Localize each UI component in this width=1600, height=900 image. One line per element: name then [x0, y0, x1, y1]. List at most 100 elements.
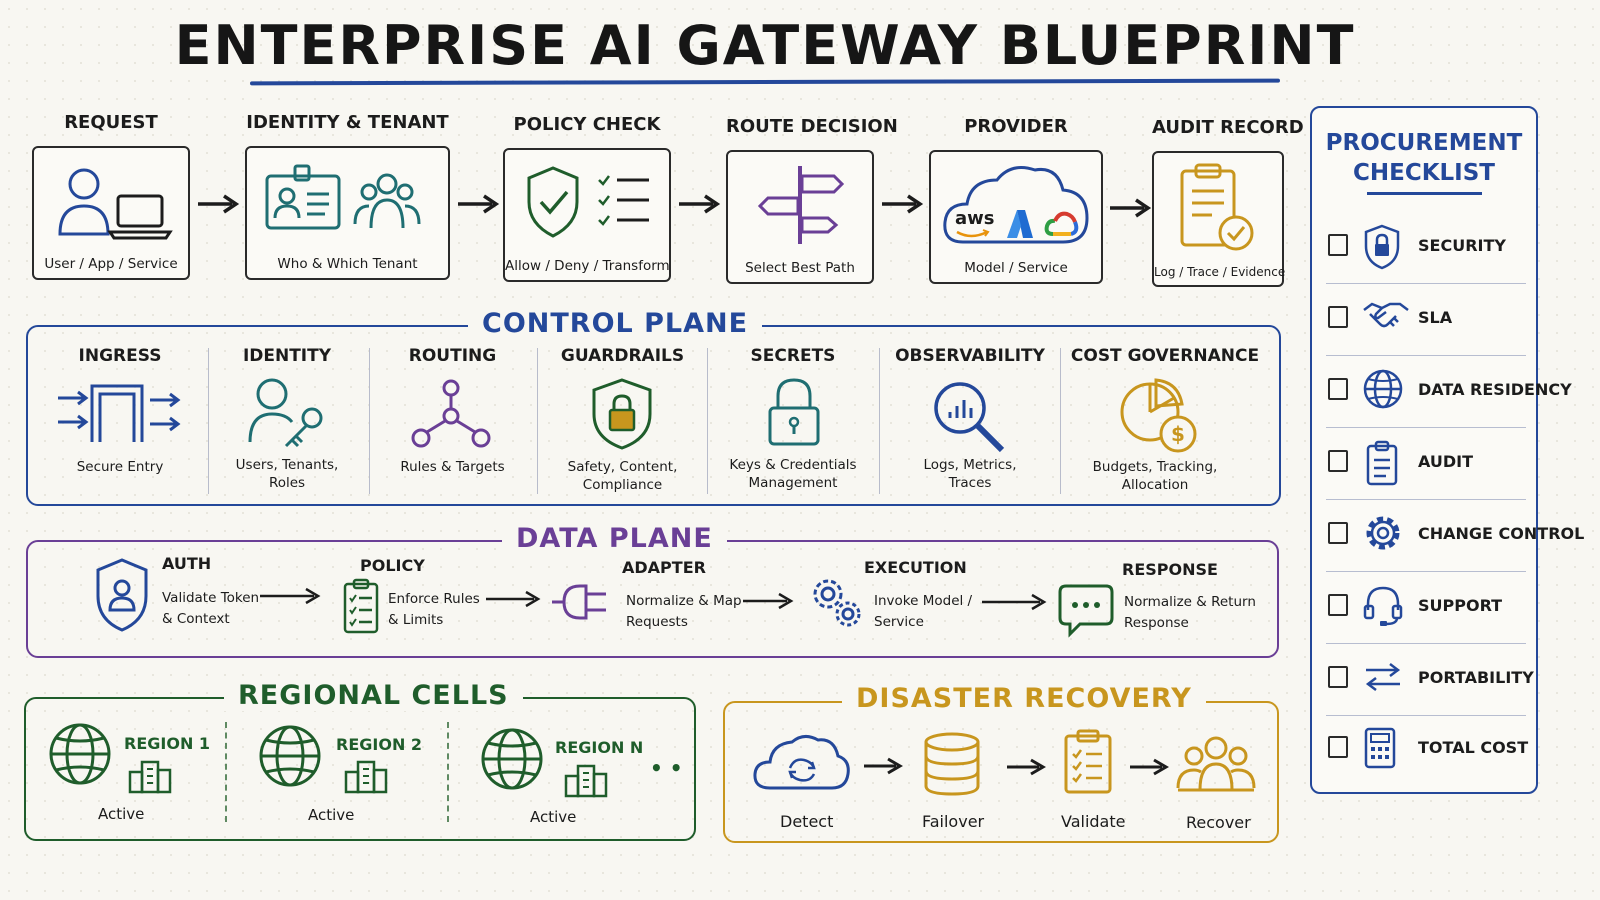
- flow-step-audit: AUDIT RECORD Log / Trace / Evidence: [1152, 117, 1304, 289]
- building-icon: [564, 764, 608, 798]
- headset-icon: [1363, 586, 1403, 626]
- flow-step-route: ROUTE DECISION Select Best Path: [726, 116, 898, 288]
- magnifier-chart-icon: [934, 382, 1005, 453]
- checkbox[interactable]: [1328, 450, 1348, 472]
- checkbox[interactable]: [1328, 522, 1348, 544]
- flow-step-box: Who & Which Tenant: [245, 146, 450, 280]
- signpost-icon: [757, 166, 845, 244]
- cp-item-caption: Secure Entry: [76, 459, 164, 475]
- routing-nodes-icon: [411, 379, 491, 448]
- flow-step-label: PROVIDER: [964, 116, 1068, 137]
- clipboard-list-icon: [1064, 729, 1112, 794]
- flow-step-identity: IDENTITY & TENANT Who & Which Tenant: [245, 112, 450, 284]
- cp-divider: [208, 348, 209, 494]
- region-divider: [447, 722, 449, 822]
- checklist-item-label: TOTAL COST: [1418, 738, 1529, 757]
- checklist-item-label: SUPPORT: [1418, 596, 1503, 615]
- cp-divider: [537, 348, 538, 494]
- cp-item-label: OBSERVABILITY: [895, 346, 1045, 366]
- cp-divider: [879, 348, 880, 494]
- checklist-item-security[interactable]: SECURITY: [1324, 212, 1528, 284]
- aws-logo-text: aws: [955, 208, 995, 229]
- building-icon: [344, 760, 388, 794]
- globe-icon: [481, 728, 543, 790]
- gear-icon: [1366, 516, 1400, 550]
- checkbox[interactable]: [1328, 666, 1348, 688]
- regional-cells-title: REGIONAL CELLS: [224, 680, 523, 711]
- checklist-item-support[interactable]: SUPPORT: [1324, 572, 1528, 644]
- checklist-title-underline: [1367, 192, 1482, 195]
- flow-step-label: REQUEST: [64, 112, 158, 133]
- flow-step-request: REQUEST User / App / Service: [32, 112, 190, 284]
- checklist-item-label: PORTABILITY: [1418, 668, 1534, 687]
- dr-step-caption: Validate: [1061, 812, 1126, 831]
- cp-item-routing: ROUTING Rules & Targets: [375, 346, 530, 496]
- cp-item-ingress: INGRESS Secure Entry: [40, 346, 200, 496]
- cp-item-label: SECRETS: [750, 346, 836, 366]
- dr-arrow-icon: [1130, 758, 1169, 776]
- pie-dollar-icon: $: [1120, 378, 1197, 453]
- checklist-divider: [1326, 427, 1526, 428]
- region-label: REGION 2: [336, 735, 423, 754]
- cp-item-label: COST GOVERNANCE: [1070, 346, 1260, 366]
- plug-icon: [552, 584, 606, 620]
- flow-arrow-icon: [1110, 198, 1152, 218]
- cp-item-caption: Safety, Content, Compliance: [567, 459, 678, 493]
- shield-user-icon: [96, 558, 148, 632]
- region-status: Active: [530, 808, 577, 826]
- cp-item-label: IDENTITY: [242, 346, 332, 366]
- flow-step-label: AUDIT RECORD: [1152, 117, 1304, 138]
- checkbox[interactable]: [1328, 234, 1348, 256]
- title-underline: [249, 78, 1281, 86]
- shield-checklist-icon: [527, 166, 649, 238]
- cp-item-label: GUARDRAILS: [560, 346, 685, 366]
- dp-item-response: RESPONSE Normalize & Return Response: [1058, 558, 1258, 644]
- dp-item-adapter: ADAPTER Normalize & Map Requests: [550, 556, 742, 644]
- clipboard-icon: [1366, 440, 1398, 486]
- checklist-item-data-residency[interactable]: DATA RESIDENCY: [1324, 356, 1572, 428]
- dp-item-caption: Response: [1124, 615, 1189, 631]
- dr-step-caption: Failover: [922, 812, 985, 831]
- checklist-item-change-control[interactable]: CHANGE CONTROL: [1324, 500, 1584, 572]
- cp-item-label: ROUTING: [408, 346, 497, 366]
- cloud-providers-icon: [943, 166, 1089, 244]
- checklist-item-audit[interactable]: AUDIT: [1324, 428, 1528, 500]
- flow-step-label: IDENTITY & TENANT: [246, 112, 449, 133]
- checkbox[interactable]: [1328, 378, 1348, 400]
- flow-step-caption: Log / Trace / Evidence: [1154, 265, 1286, 279]
- region-label: REGION N: [555, 738, 644, 757]
- building-icon: [128, 760, 172, 794]
- dp-arrow-icon: [982, 593, 1047, 611]
- clipboard-check-icon: [1180, 163, 1254, 251]
- dp-arrow-icon: [260, 587, 321, 605]
- dp-item-execution: EXECUTION Invoke Model / Service: [806, 556, 986, 644]
- user-laptop-icon: [58, 168, 173, 240]
- checkbox[interactable]: [1328, 736, 1348, 758]
- checkbox[interactable]: [1328, 594, 1348, 616]
- flow-step-policy: POLICY CHECK Allow / Deny / Transform: [503, 114, 671, 286]
- dr-step-caption: Detect: [780, 812, 834, 831]
- data-plane-title: DATA PLANE: [502, 523, 727, 554]
- calculator-icon: [1364, 727, 1396, 769]
- flow-step-box: User / App / Service: [32, 146, 190, 280]
- dr-arrow-icon: [864, 757, 903, 775]
- dr-step-caption: Recover: [1186, 813, 1251, 832]
- checklist-item-total-cost[interactable]: TOTAL COST: [1324, 714, 1528, 786]
- checklist-item-portability[interactable]: PORTABILITY: [1324, 644, 1534, 716]
- dp-item-policy: POLICY Enforce Rules & Limits: [340, 552, 500, 644]
- checklist-item-sla[interactable]: SLA: [1324, 284, 1528, 356]
- flow-arrow-icon: [679, 194, 721, 214]
- checklist-title-line: CHECKLIST: [1352, 160, 1495, 186]
- globe-icon: [1363, 369, 1403, 409]
- aws-smile-icon: [956, 229, 990, 238]
- dp-item-caption: & Limits: [388, 612, 444, 628]
- cp-item-label: INGRESS: [78, 346, 162, 366]
- checkbox[interactable]: [1328, 306, 1348, 328]
- id-card-team-icon: [265, 164, 421, 230]
- shield-lock-icon: [592, 378, 652, 450]
- checklist-divider: [1326, 355, 1526, 356]
- dp-item-caption: Invoke Model /: [874, 593, 973, 609]
- checklist-icon: [343, 578, 379, 634]
- people-icon: [1176, 736, 1256, 792]
- cp-item-identity: IDENTITY Users, Tenants, Roles: [212, 346, 362, 496]
